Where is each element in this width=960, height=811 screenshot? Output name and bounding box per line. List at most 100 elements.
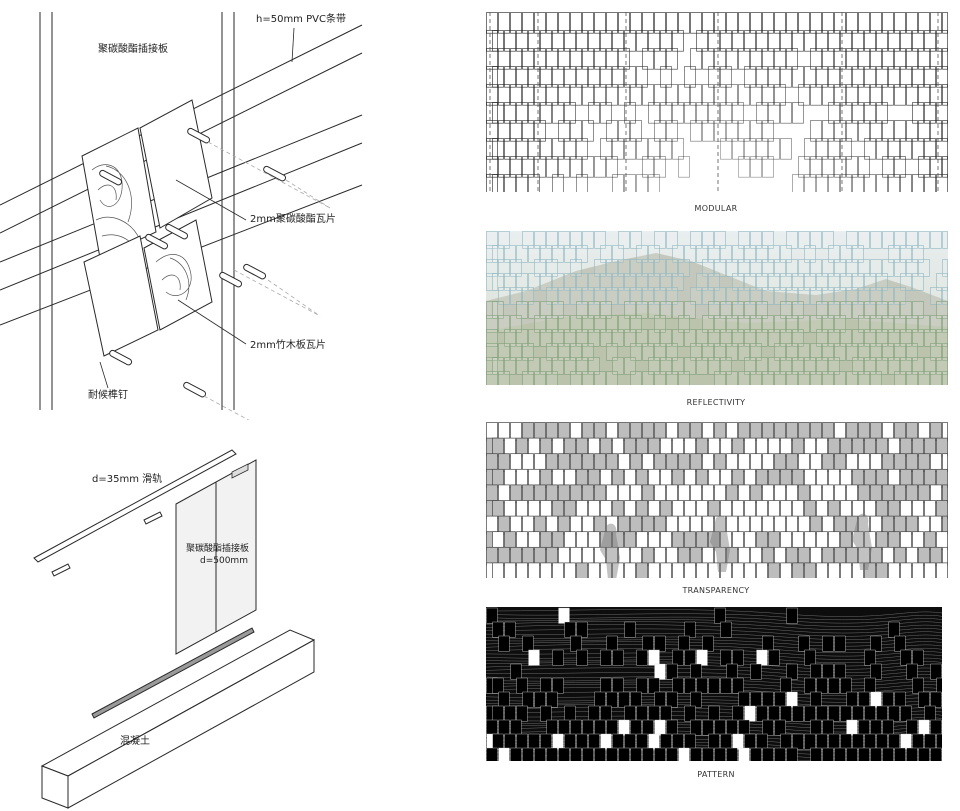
facade-tile bbox=[684, 621, 696, 638]
facade-tile bbox=[864, 733, 876, 750]
facade-tile bbox=[930, 343, 942, 361]
facade-tile bbox=[918, 48, 930, 70]
facade-tile bbox=[558, 484, 570, 504]
facade-tile bbox=[912, 301, 924, 319]
facade-tile bbox=[492, 500, 504, 519]
facade-tile bbox=[816, 301, 828, 319]
facade-tile bbox=[738, 453, 750, 472]
facade-tile bbox=[684, 66, 696, 88]
facade-tile bbox=[936, 562, 948, 578]
facade-tile bbox=[672, 102, 684, 124]
facade-tile bbox=[492, 30, 504, 52]
facade-tile bbox=[684, 468, 696, 488]
facade-tile bbox=[924, 30, 936, 52]
facade-tile bbox=[648, 437, 660, 457]
facade-tile bbox=[702, 453, 714, 472]
facade-tile bbox=[690, 120, 702, 142]
facade-tile bbox=[642, 422, 654, 441]
facade-tile bbox=[822, 315, 834, 333]
facade-tile bbox=[828, 468, 840, 488]
facade-tile bbox=[612, 273, 624, 291]
facade-tile bbox=[894, 635, 906, 652]
facade-tile bbox=[792, 733, 804, 750]
facade-tile bbox=[876, 437, 888, 457]
facade-tile bbox=[780, 30, 792, 52]
facade-tile bbox=[702, 635, 714, 652]
facade-tile bbox=[744, 301, 756, 319]
facade-tile bbox=[696, 102, 708, 124]
facade-tile bbox=[930, 719, 942, 736]
facade-tile bbox=[750, 315, 762, 333]
facade-tile bbox=[756, 562, 768, 578]
facade-tile bbox=[504, 733, 516, 750]
facade-tile bbox=[618, 484, 630, 504]
facade-tile bbox=[540, 437, 552, 457]
pvc-strip-label: h=50mm PVC条带 bbox=[256, 14, 346, 25]
facade-tile bbox=[684, 102, 696, 124]
facade-tile bbox=[804, 649, 816, 666]
facade-tile bbox=[762, 515, 774, 535]
facade-tile bbox=[552, 649, 564, 666]
facade-tile bbox=[924, 66, 936, 88]
facade-tile bbox=[834, 422, 846, 441]
facade-tile bbox=[624, 357, 636, 375]
facade-tile bbox=[630, 287, 642, 305]
facade-tile bbox=[552, 357, 564, 375]
facade-tile bbox=[858, 484, 870, 504]
facade-tile bbox=[654, 663, 666, 680]
facade-tile bbox=[624, 30, 636, 52]
facade-tile bbox=[576, 30, 588, 52]
facade-tile bbox=[882, 691, 894, 708]
facade-tile bbox=[486, 273, 498, 291]
facade-tile bbox=[606, 453, 618, 472]
facade-tile bbox=[888, 705, 900, 722]
facade-tile bbox=[702, 287, 714, 305]
facade-tile bbox=[882, 546, 894, 566]
facade-tile bbox=[774, 287, 786, 305]
facade-tile bbox=[828, 531, 840, 550]
facade-tile bbox=[888, 437, 900, 457]
facade-tile bbox=[756, 301, 768, 319]
facade-tile bbox=[708, 273, 720, 291]
facade-tile bbox=[630, 84, 642, 106]
facade-tile bbox=[918, 371, 930, 385]
facade-tile bbox=[900, 273, 912, 291]
facade-tile bbox=[804, 357, 816, 375]
facade-tile bbox=[810, 719, 822, 736]
facade-tile bbox=[738, 546, 750, 566]
facade-tile bbox=[894, 546, 906, 566]
facade-tile bbox=[912, 30, 924, 52]
facade-tile bbox=[846, 691, 858, 708]
facade-tile bbox=[726, 84, 738, 106]
facade-tile bbox=[486, 174, 498, 192]
facade-tile bbox=[900, 329, 912, 347]
facade-tile bbox=[870, 747, 882, 761]
facade-tile bbox=[540, 705, 552, 722]
facade-tile bbox=[654, 422, 666, 441]
facade-tile bbox=[618, 546, 630, 566]
facade-tile bbox=[858, 259, 870, 277]
facade-tile bbox=[714, 371, 726, 385]
facade-tile bbox=[522, 12, 534, 34]
facade-tile bbox=[804, 705, 816, 722]
facade-tile bbox=[516, 30, 528, 52]
facade-tile bbox=[648, 531, 660, 550]
facade-tile bbox=[504, 531, 516, 550]
facade-tile bbox=[528, 245, 540, 263]
facade-tile bbox=[534, 453, 546, 472]
facade-tile bbox=[732, 531, 744, 550]
facade-tile bbox=[600, 437, 612, 457]
facade-tile bbox=[534, 48, 546, 70]
facade-tile bbox=[654, 315, 666, 333]
facade-tile bbox=[516, 245, 528, 263]
facade-tile bbox=[792, 102, 804, 124]
facade-tile bbox=[708, 437, 720, 457]
facade-tile bbox=[570, 259, 582, 277]
facade-tile bbox=[786, 546, 798, 566]
facade-tile bbox=[888, 174, 900, 192]
facade-tile bbox=[708, 357, 720, 375]
facade-tile bbox=[486, 102, 498, 124]
facade-tile bbox=[492, 705, 504, 722]
facade-tile bbox=[636, 468, 648, 488]
facade-tile bbox=[822, 120, 834, 142]
